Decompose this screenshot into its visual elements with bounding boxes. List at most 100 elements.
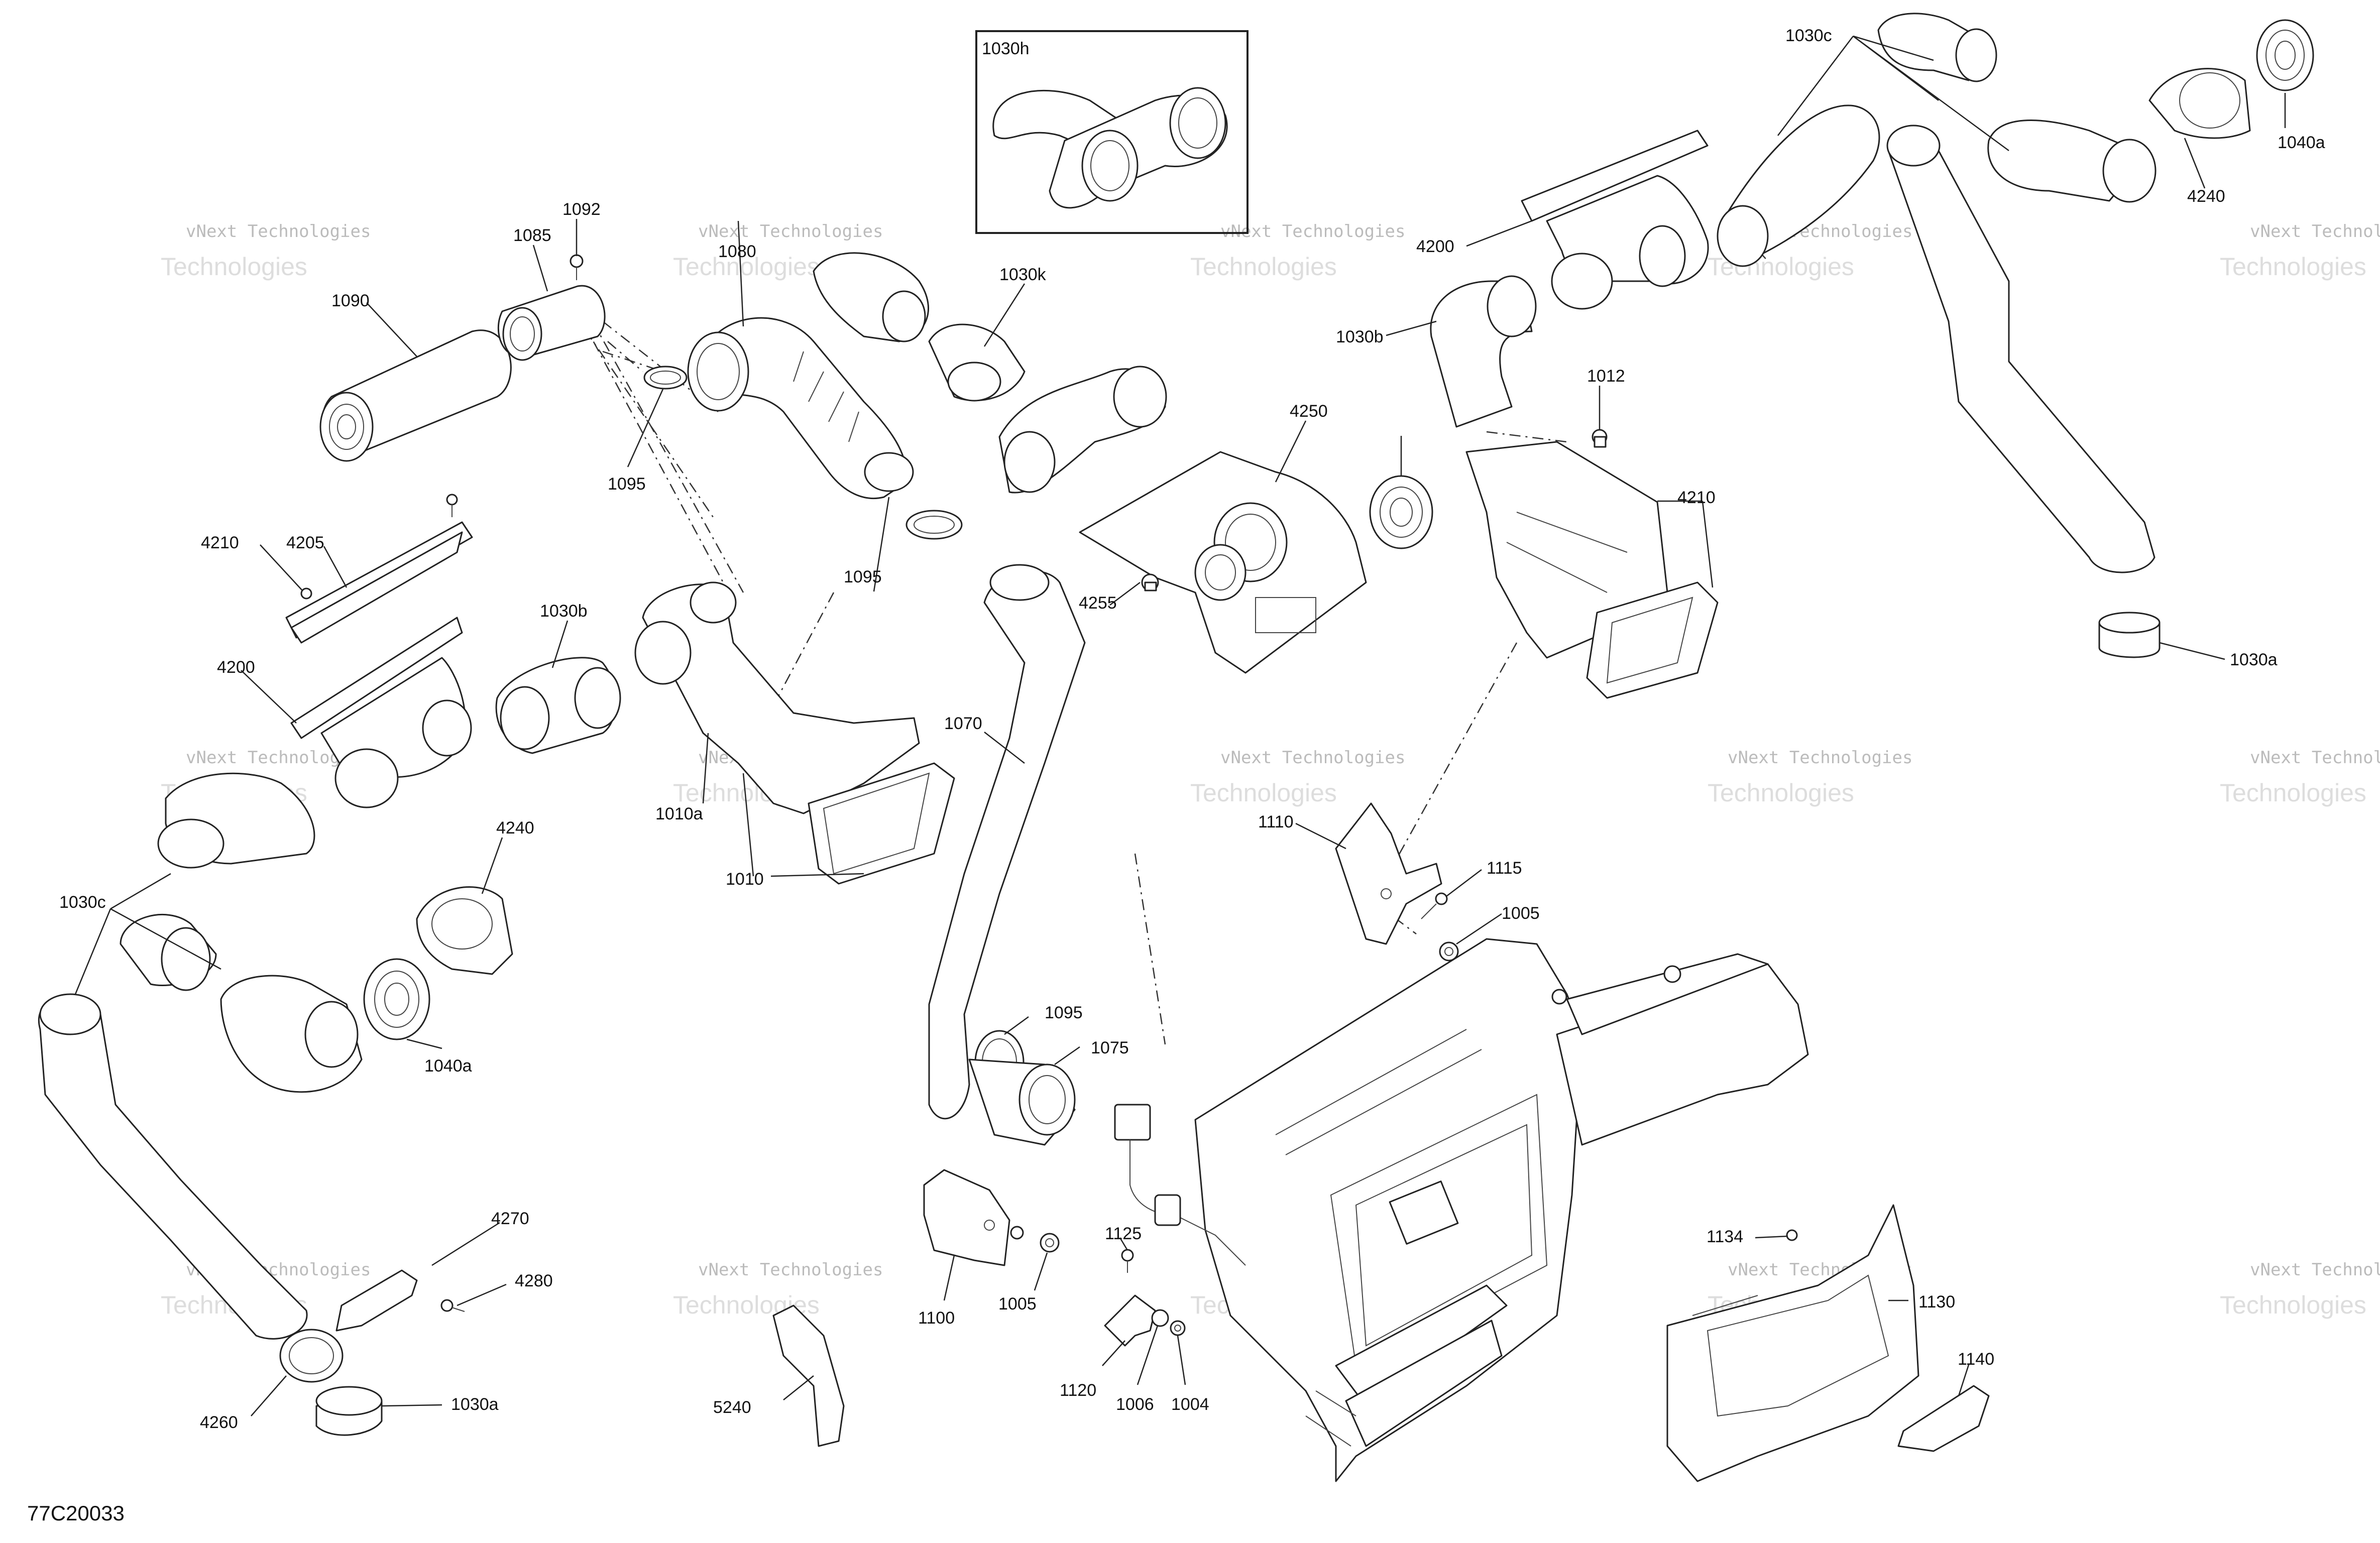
part-1030a-cap-right bbox=[2098, 612, 2161, 658]
svg-text:vNext Technologies: vNext Technologies bbox=[186, 221, 371, 242]
callout-labels: 1092 1085 1090 1095 1080 1030k 1030c 103… bbox=[59, 26, 2325, 1432]
part-screw-left bbox=[446, 494, 458, 517]
callout-1030a: 1030a bbox=[2230, 650, 2278, 669]
part-4200-manifold-left bbox=[290, 617, 472, 808]
callout-1010a: 1010a bbox=[655, 804, 703, 823]
callout-4200: 4200 bbox=[1416, 237, 1454, 256]
callout-1090: 1090 bbox=[331, 291, 370, 310]
callout-1115: 1115 bbox=[1487, 859, 1522, 878]
callout-4270: 4270 bbox=[491, 1209, 529, 1228]
part-1125-screw bbox=[1121, 1249, 1134, 1273]
part-1115-screw bbox=[1421, 892, 1448, 919]
callout-4210: 4210 bbox=[201, 533, 239, 552]
part-1030k-ducts bbox=[813, 252, 1167, 494]
part-1030c-pipe-left bbox=[38, 993, 308, 1340]
part-1015-boot bbox=[1465, 441, 1719, 699]
svg-text:vNext Technologies: vNext Technologies bbox=[698, 221, 883, 242]
svg-text:Technologies: Technologies bbox=[1190, 253, 1337, 281]
callout-4250: 4250 bbox=[1290, 402, 1328, 421]
part-1010-housing bbox=[634, 581, 955, 885]
part-1005-nut-left bbox=[1040, 1233, 1060, 1253]
part-1085-adapter bbox=[497, 285, 606, 361]
callout-1040a-left: 1040a bbox=[424, 1056, 472, 1076]
callout-1006: 1006 bbox=[1116, 1395, 1154, 1414]
callout-1030b-left: 1030b bbox=[540, 602, 588, 621]
callout-1010: 1010 bbox=[726, 870, 764, 889]
part-1130-tray bbox=[1666, 1204, 1919, 1482]
part-1030c-long-pipe bbox=[1886, 125, 2156, 573]
callout-1040a: 1040a bbox=[2278, 133, 2325, 152]
callout-1140: 1140 bbox=[1958, 1350, 1994, 1369]
part-sensor-harness bbox=[1114, 1104, 1246, 1266]
callout-4260: 4260 bbox=[200, 1413, 238, 1432]
part-1134-screw bbox=[1786, 1229, 1798, 1241]
svg-text:vNext Technologies: vNext Technologies bbox=[1220, 748, 1405, 768]
svg-text:Technologies: Technologies bbox=[2220, 1291, 2366, 1319]
callout-1012: 1012 bbox=[1587, 367, 1625, 386]
part-4210-screw bbox=[300, 587, 312, 600]
part-4250-bracket bbox=[1079, 451, 1367, 674]
callout-1134: 1134 bbox=[1707, 1227, 1743, 1246]
part-4280-screw bbox=[440, 1299, 465, 1312]
part-4200-manifold-top bbox=[1521, 130, 1709, 310]
callout-1100: 1100 bbox=[918, 1309, 955, 1328]
callout-1004: 1004 bbox=[1171, 1395, 1209, 1414]
part-1070-pipe bbox=[928, 564, 1086, 1120]
callout-1030c-left: 1030c bbox=[59, 893, 106, 912]
svg-text:Technologies: Technologies bbox=[1708, 779, 1854, 807]
callout-1030c: 1030c bbox=[1785, 26, 1832, 45]
callout-1110: 1110 bbox=[1258, 812, 1294, 832]
callout-1030k: 1030k bbox=[999, 265, 1047, 284]
callout-1095-low: 1095 bbox=[1045, 1003, 1083, 1022]
leader-lines bbox=[74, 35, 2286, 1416]
part-1092-screw bbox=[570, 254, 584, 280]
callout-4240-left: 4240 bbox=[496, 818, 534, 838]
part-1080-hose bbox=[687, 317, 914, 500]
callout-1095-mid: 1095 bbox=[844, 567, 882, 586]
callout-4200-left: 4200 bbox=[217, 658, 255, 677]
part-1040a-ring-left bbox=[363, 958, 430, 1040]
inset-1030h: 1030h bbox=[975, 30, 1249, 234]
callout-4280: 4280 bbox=[515, 1271, 553, 1290]
svg-text:vNext Technologies: vNext Technologies bbox=[2250, 221, 2380, 242]
svg-text:Technologies: Technologies bbox=[673, 253, 820, 281]
part-5240-pad bbox=[772, 1304, 845, 1447]
part-1040a-ring-top bbox=[2256, 19, 2314, 91]
callout-1092: 1092 bbox=[562, 200, 601, 219]
svg-text:vNext Technologies: vNext Technologies bbox=[2250, 748, 2380, 768]
part-1030a-cap-top bbox=[1369, 475, 1433, 549]
part-1030c-elbow-left bbox=[120, 772, 363, 1093]
part-1030c-duct-top bbox=[1717, 13, 2157, 267]
callout-1120: 1120 bbox=[1060, 1381, 1096, 1400]
svg-text:Technologies: Technologies bbox=[1190, 779, 1337, 807]
callout-1075: 1075 bbox=[1091, 1038, 1129, 1057]
callout-1130: 1130 bbox=[1918, 1292, 1955, 1312]
callout-1015: 4210 bbox=[1677, 488, 1716, 507]
callout-1030a-left: 1030a bbox=[451, 1395, 499, 1414]
svg-text:vNext Technologies: vNext Technologies bbox=[698, 1260, 883, 1280]
part-1095-clamp-top bbox=[643, 366, 688, 390]
part-4270-bracket bbox=[335, 1269, 418, 1332]
part-4205-plate bbox=[285, 521, 473, 644]
callout-4255: 4255 bbox=[1079, 594, 1117, 613]
part-4240-cover-left bbox=[416, 886, 513, 975]
part-1095-clamp-mid bbox=[905, 510, 963, 540]
part-1004-nut bbox=[1170, 1320, 1186, 1336]
part-1030b-elbow-top bbox=[1430, 275, 1537, 428]
svg-text:Technologies: Technologies bbox=[161, 253, 307, 281]
callout-1125: 1125 bbox=[1105, 1224, 1142, 1243]
callout-1005-left: 1005 bbox=[998, 1294, 1037, 1314]
part-1090-filter bbox=[319, 329, 512, 462]
part-1110-bracket bbox=[1335, 802, 1442, 945]
svg-text:vNext Technologies: vNext Technologies bbox=[2250, 1260, 2380, 1280]
part-4260-gasket bbox=[279, 1329, 344, 1383]
part-1006-washer bbox=[1151, 1309, 1169, 1327]
